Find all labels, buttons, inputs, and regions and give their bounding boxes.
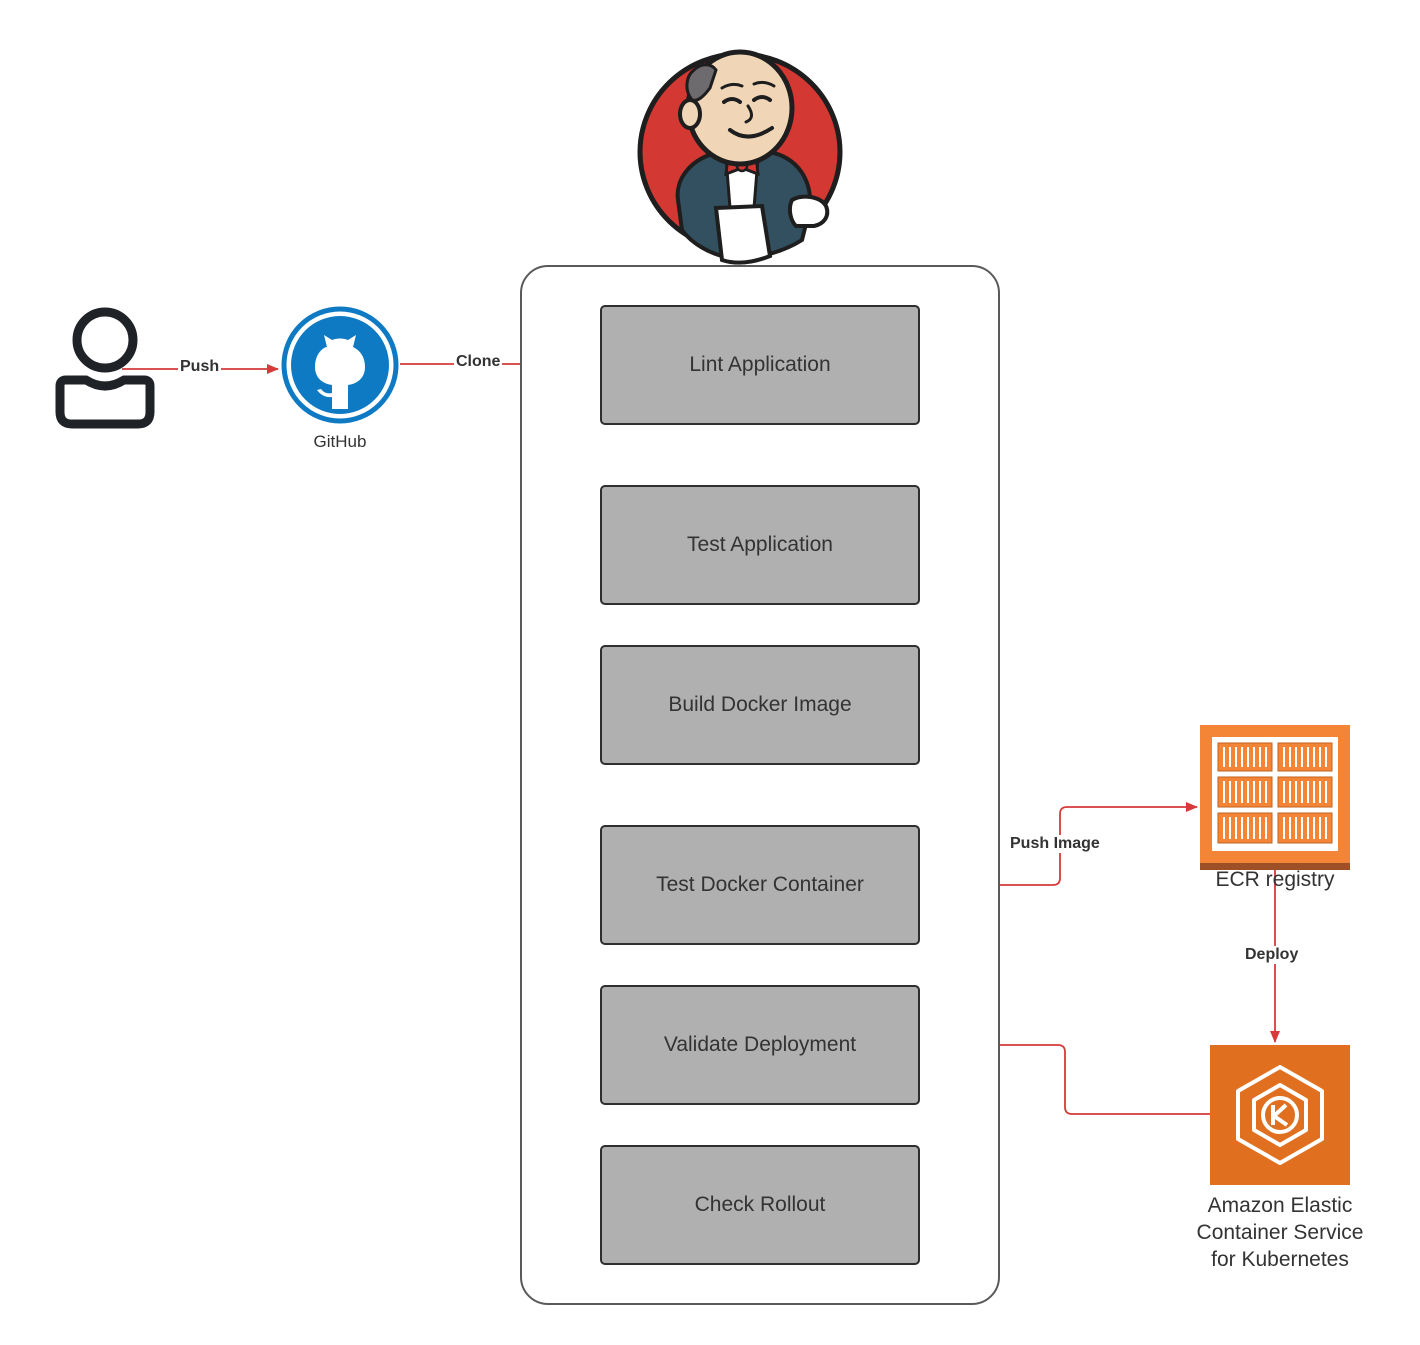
ecr-registry-icon[interactable] <box>1200 725 1350 870</box>
github-label: GitHub <box>313 432 367 451</box>
eks-label-line-2: Container Service <box>1196 1221 1364 1244</box>
edge-eks-to-validate <box>922 1040 1210 1115</box>
ecr-registry-label: ECR registry <box>1215 868 1335 891</box>
edge-label-push: Push <box>178 358 222 376</box>
github-icon[interactable] <box>280 305 400 425</box>
stage-label: Test Application <box>687 533 833 556</box>
stage-label: Lint Application <box>689 353 831 376</box>
stage-lint-application[interactable]: Lint Application <box>600 305 920 425</box>
stage-validate-deployment[interactable]: Validate Deployment <box>600 985 920 1105</box>
stage-test-application[interactable]: Test Application <box>600 485 920 605</box>
stage-label: Validate Deployment <box>663 1033 857 1056</box>
stage-label: Test Docker Container <box>656 873 864 896</box>
stage-label: Build Docker Image <box>668 693 852 716</box>
eks-label-line-1: Amazon Elastic <box>1207 1194 1353 1217</box>
eks-label: Amazon Elastic Container Service for Kub… <box>1180 1192 1380 1273</box>
edge-label-deploy: Deploy <box>1243 946 1301 964</box>
stage-build-docker-image[interactable]: Build Docker Image <box>600 645 920 765</box>
jenkins-logo-icon <box>637 49 843 265</box>
eks-kubernetes-icon[interactable] <box>1210 1045 1350 1185</box>
stage-check-rollout[interactable]: Check Rollout <box>600 1145 920 1265</box>
edge-label-push-image: Push Image <box>1008 835 1102 853</box>
stage-test-docker-container[interactable]: Test Docker Container <box>600 825 920 945</box>
user-icon <box>55 307 155 429</box>
stage-label: Check Rollout <box>694 1193 826 1216</box>
eks-label-line-3: for Kubernetes <box>1211 1248 1349 1271</box>
edge-label-clone: Clone <box>454 353 503 371</box>
jenkins-pipeline-container <box>520 265 1000 1305</box>
